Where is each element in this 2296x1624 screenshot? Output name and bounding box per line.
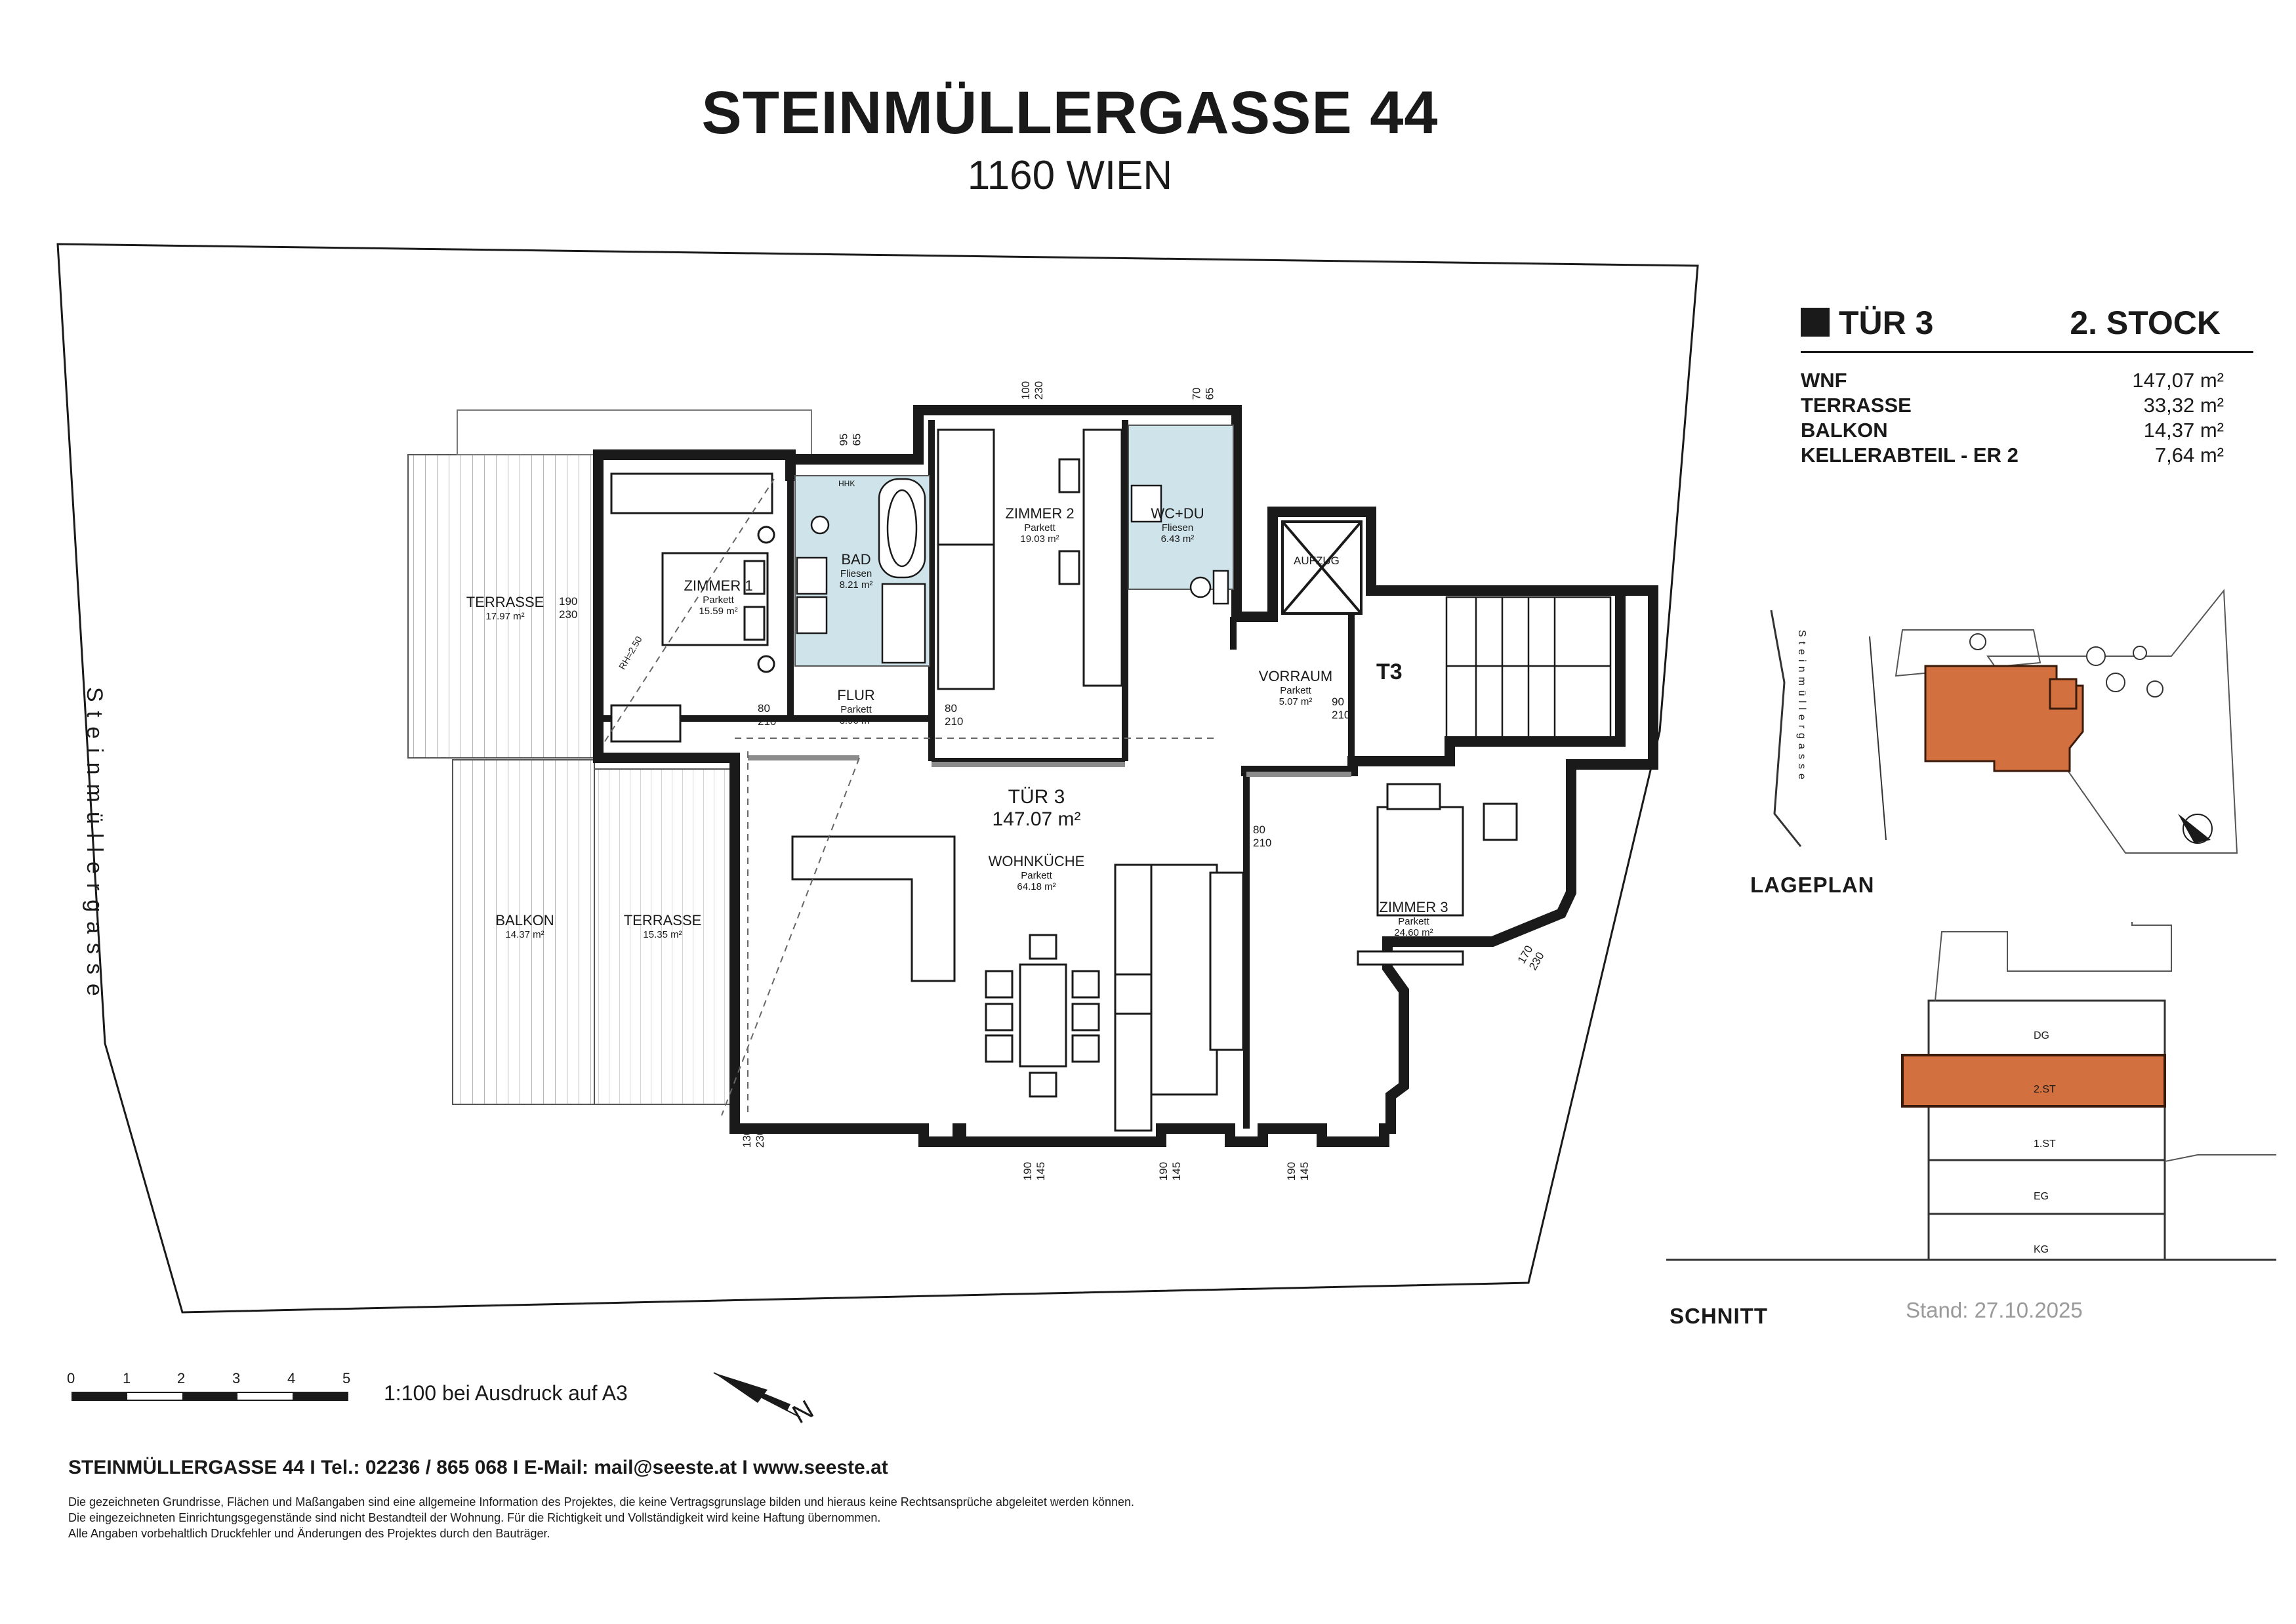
- scale-tick-5: 5: [342, 1370, 351, 1386]
- unit-header: TÜR 3 2. STOCK: [1801, 304, 2221, 343]
- schnitt-title: SCHNITT: [1670, 1304, 1768, 1328]
- aufzug-label: AUFZUG: [1294, 554, 1340, 567]
- scale-tick-3: 3: [232, 1370, 241, 1386]
- schnitt-floor-2st: 2.ST: [2034, 1084, 2056, 1095]
- schnitt-floor-dg: DG: [2034, 1030, 2049, 1041]
- disclaimer-line-2: Die eingezeichneten Einrichtungsgegenstä…: [68, 1511, 881, 1524]
- schnitt-floor-eg: EG: [2034, 1191, 2049, 1202]
- schnitt-floor-kg: KG: [2034, 1244, 2049, 1255]
- stair-label: T3: [1376, 659, 1403, 684]
- square-icon: [1801, 308, 1830, 337]
- disclaimer-line-1: Die gezeichneten Grundrisse, Flächen und…: [68, 1495, 1135, 1509]
- north-arrow-icon: [713, 1372, 801, 1418]
- scale-tick-2: 2: [177, 1370, 186, 1386]
- schnitt-floor-1st: 1.ST: [2034, 1138, 2056, 1150]
- hhk-label: HHK: [838, 479, 855, 488]
- plot-boundary: [56, 243, 1699, 1314]
- svg-text:Steinmüllergasse: Steinmüllergasse: [82, 687, 107, 1005]
- street-label: Steinmüllergasse: [82, 687, 107, 1005]
- scale-tick-0: 0: [67, 1370, 75, 1386]
- unit-rule: [1801, 351, 2253, 353]
- lageplan-street: Steinmüllergasse: [1796, 630, 1807, 784]
- scale-text: 1:100 bei Ausdruck auf A3: [384, 1381, 628, 1405]
- terrasse-1-area: [407, 454, 599, 759]
- page-title: STEINMÜLLERGASSE 44: [701, 79, 1439, 146]
- footer-contact: STEINMÜLLERGASSE 44 I Tel.: 02236 / 865 …: [68, 1457, 888, 1478]
- schnitt-section: [1666, 922, 2276, 1261]
- lageplan-title: LAGEPLAN: [1750, 873, 1875, 897]
- page-subtitle: 1160 WIEN: [967, 153, 1173, 198]
- scale-tick-1: 1: [123, 1370, 131, 1386]
- unit-floor: 2. STOCK: [2070, 304, 2221, 341]
- stand-date: Stand: 27.10.2025: [1906, 1298, 2083, 1322]
- lageplan-map: [1770, 589, 2238, 854]
- scale-tick-4: 4: [287, 1370, 296, 1386]
- terrasse-2-area: [594, 768, 734, 1105]
- scale-bar: [72, 1392, 348, 1401]
- balkon-area: [452, 759, 595, 1105]
- disclaimer-line-3: Alle Angaben vorbehaltlich Druckfehler u…: [68, 1527, 550, 1540]
- unit-door: TÜR 3: [1839, 304, 1934, 341]
